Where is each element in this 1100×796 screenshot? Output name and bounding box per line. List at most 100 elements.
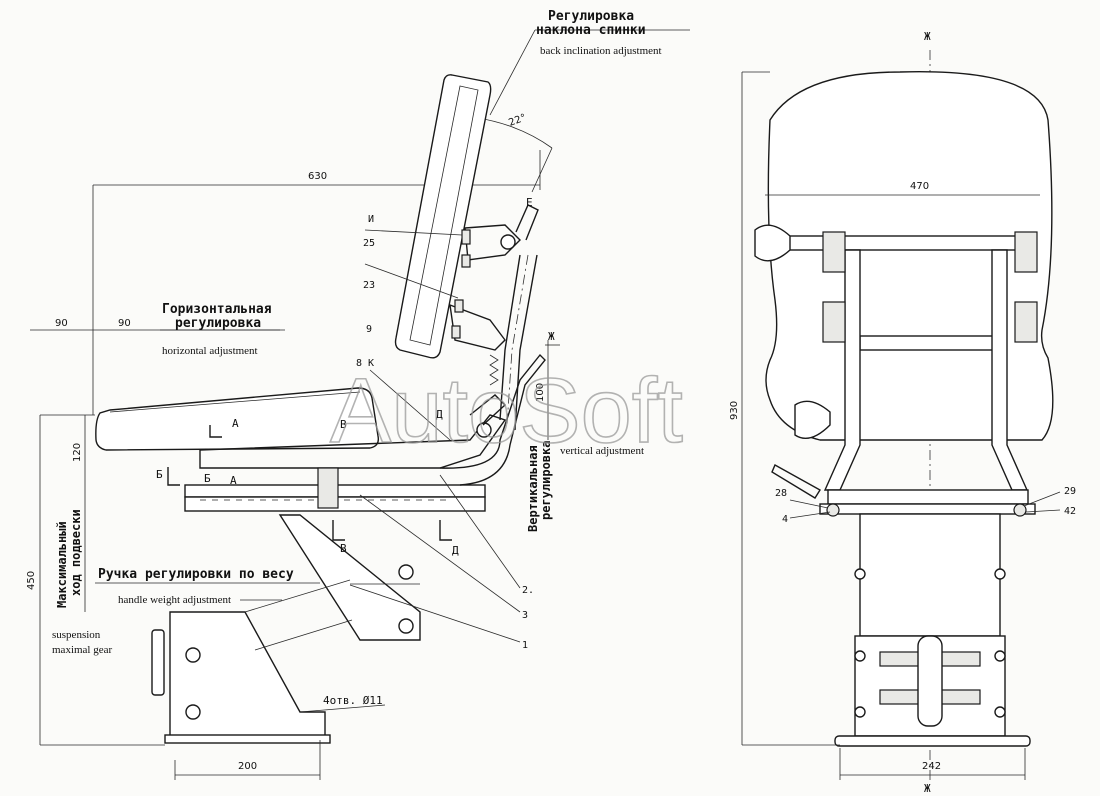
seat-back-cushion: [394, 74, 492, 359]
front-weight-lever[interactable]: [771, 464, 821, 499]
part-9: 9: [366, 324, 372, 335]
vert-title-1: Вертикальная: [526, 445, 540, 532]
leader-8: [369, 369, 451, 441]
horiz-title-1: Горизонтальная: [162, 302, 272, 317]
leader-2: [439, 474, 521, 589]
section-d-mark: [439, 520, 452, 541]
front-mount-plate: [819, 503, 1036, 515]
link-1: [244, 579, 351, 613]
cage-bolt-4: [994, 706, 1006, 718]
front-view: [741, 50, 1061, 780]
part-29: 29: [1064, 486, 1076, 497]
base-bolt-1: [185, 647, 201, 663]
bolt-23: [454, 299, 464, 313]
dim-angle: 22°: [507, 112, 527, 128]
part-zh: Ж: [548, 330, 555, 343]
dim-450: 450: [26, 571, 37, 590]
section-a-mark: [209, 425, 222, 438]
side-labels: Регулировка наклона спинки back inclinat…: [26, 9, 662, 772]
part-e: Е: [526, 196, 533, 209]
angle-ray: [531, 147, 553, 193]
leader-28: [789, 499, 829, 509]
vert-en: vertical adjustment: [560, 445, 644, 457]
part-1: 1: [522, 640, 528, 651]
dim-120: 120: [72, 443, 83, 462]
section-b-mark: [167, 467, 180, 486]
front-crossbar-top: [779, 235, 1021, 251]
horiz-title-2: регулировка: [175, 316, 261, 331]
seat-cushion: [95, 387, 380, 451]
part-v2: В: [340, 542, 347, 555]
part-a2: А: [230, 474, 237, 487]
recline-knob[interactable]: [500, 234, 516, 250]
cage-bolt-3: [854, 706, 866, 718]
cage-bolt-2: [994, 650, 1006, 662]
front-seat-cushion: [765, 71, 1054, 441]
rail-latch[interactable]: [317, 467, 339, 509]
back-adj-leader: [489, 29, 536, 116]
dim-630: 630: [308, 171, 327, 182]
link-2: [254, 619, 353, 651]
dim-242: 242: [922, 761, 941, 772]
fitting-28: [826, 503, 840, 517]
front-floor-plate: [834, 735, 1031, 747]
bracket-tl: [822, 231, 846, 273]
back-tube-axis: [506, 254, 529, 426]
leader-holes: [299, 704, 386, 713]
front-zh-bottom: Ж: [924, 782, 931, 795]
leader-i: [364, 229, 463, 236]
part-b1: Б: [156, 468, 163, 481]
bolt-i: [461, 254, 471, 268]
dim-90-b: 90: [118, 318, 131, 329]
section-v-mark: [332, 520, 345, 541]
column-bolt-l: [854, 568, 866, 580]
bracket-tr: [1014, 231, 1038, 273]
column-bolt-r: [994, 568, 1006, 580]
part-8: 8: [356, 358, 362, 369]
part-3: 3: [522, 610, 528, 621]
leader-4: [789, 511, 831, 519]
holes-note: 4отв. Ø11: [323, 694, 383, 707]
spring: [489, 354, 499, 386]
seat-back-inner: [409, 85, 479, 346]
weight-en: handle weight adjustment: [118, 594, 231, 606]
side-view: [30, 29, 690, 780]
recline-lever[interactable]: [515, 204, 539, 241]
part-k: К: [368, 358, 374, 369]
dim-200: 200: [238, 761, 257, 772]
dim-100: 100: [535, 383, 546, 402]
susp-title-2: ход подвески: [69, 509, 83, 596]
vert-lever[interactable]: [469, 394, 507, 426]
base-plate: [164, 734, 331, 744]
bolt-25: [461, 229, 471, 245]
dim-90-a: 90: [55, 318, 68, 329]
front-labels: Ж Ж 470 930 242 28 4 29 42: [729, 30, 1076, 795]
vert-knob[interactable]: [476, 422, 492, 438]
vert-title-2: регулировка: [539, 441, 553, 520]
front-base-bar: [827, 489, 1029, 505]
leader-3: [359, 494, 521, 613]
front-zh-top: Ж: [924, 30, 931, 43]
weight-handle[interactable]: [151, 629, 165, 696]
back-adj-en: back inclination adjustment: [540, 45, 662, 57]
front-recline-knob[interactable]: [754, 224, 791, 262]
housing-bolt-1: [398, 564, 414, 580]
part-2: 2.: [522, 585, 534, 596]
susp-en-2: maximal gear: [52, 644, 113, 656]
dim-930: 930: [729, 401, 740, 420]
cage-bolt-1: [854, 650, 866, 662]
leader-29: [1023, 491, 1061, 507]
front-vert-knob[interactable]: [794, 400, 831, 439]
susp-en-1: suspension: [52, 629, 101, 641]
part-28: 28: [775, 488, 787, 499]
seat-frame: [199, 414, 507, 469]
front-crossbar-mid: [859, 335, 999, 351]
back-tube-rear: [514, 254, 538, 431]
horiz-en: horizontal adjustment: [162, 345, 258, 357]
base-bolt-2: [185, 704, 201, 720]
dim-470: 470: [910, 181, 929, 192]
back-tube-front: [499, 254, 521, 421]
bracket-mr: [1014, 301, 1038, 343]
